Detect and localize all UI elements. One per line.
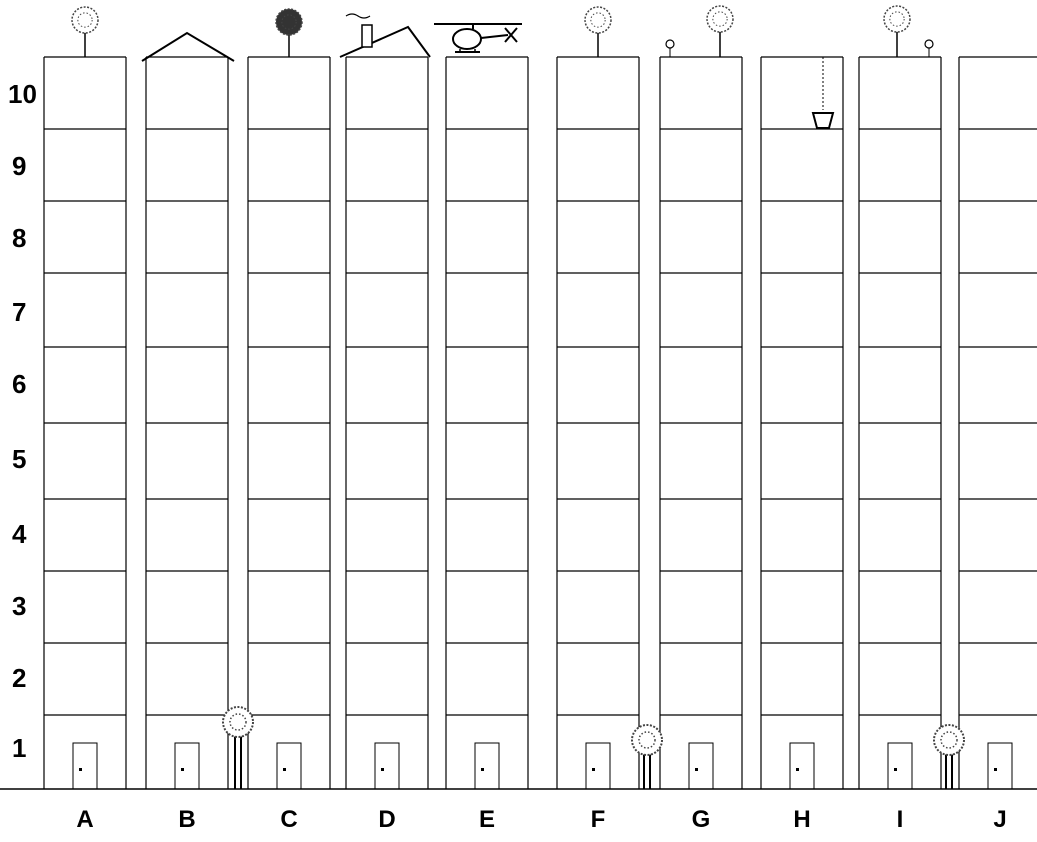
building-i [859,57,941,789]
door [277,743,301,789]
door-knob [79,768,82,771]
door-knob [796,768,799,771]
building-label-b: B [178,806,195,833]
building-label-a: A [76,806,93,833]
building-label-c: C [280,806,297,833]
door-knob [381,768,384,771]
floor-label-5: 5 [12,444,26,474]
floor-label-4: 4 [12,519,27,549]
building-label-g: G [692,806,711,833]
door [586,743,610,789]
tree-crown [884,6,910,32]
roof-flower-icon [925,40,933,57]
tree-crown [276,9,302,35]
tree-crown [934,725,964,755]
cabin [453,29,481,49]
door-knob [181,768,184,771]
door-knob [481,768,484,771]
door [73,743,97,789]
door [689,743,713,789]
flower-head [925,40,933,48]
building-f [557,57,639,789]
chimney-icon [362,25,372,47]
tree-crown [223,707,253,737]
roof-flower-icon [666,40,674,57]
roof-tree-icon [72,7,98,57]
hanging-bucket-icon [813,57,833,128]
building-label-e: E [479,806,495,833]
floor-label-6: 6 [12,369,26,399]
roof-tree-icon [707,6,733,57]
building-label-d: D [378,806,395,833]
floor-label-10: 10 [8,79,37,109]
street-tree-icon [632,725,662,789]
tree-crown [72,7,98,33]
sloped-roof [340,14,430,57]
tree-crown [585,7,611,33]
building-labels: A B C D E F G H I J [76,806,1006,833]
door [790,743,814,789]
tree-crown [632,725,662,755]
building-c [248,57,330,789]
floor-label-8: 8 [12,223,26,253]
building-d [346,57,428,789]
floor-label-3: 3 [12,591,26,621]
floor-labels: 1 2 3 4 5 6 7 8 9 10 [8,79,37,763]
building-g [660,57,742,789]
building-label-j: J [993,806,1006,833]
door [475,743,499,789]
bucket [813,113,833,128]
roof-tree-icon [585,7,611,57]
building-b [146,57,228,789]
door [375,743,399,789]
floor-label-2: 2 [12,663,26,693]
building-a [44,57,126,789]
floor-label-1: 1 [12,733,26,763]
building-h [761,57,843,789]
door-knob [695,768,698,771]
door [888,743,912,789]
flower-head [666,40,674,48]
door [175,743,199,789]
smoke-icon [346,14,370,18]
building-label-i: I [897,806,904,833]
door-knob [592,768,595,771]
roof-tree-icon [884,6,910,57]
buildings [44,57,1037,789]
roof-slope [340,27,430,57]
floor-label-7: 7 [12,297,26,327]
door-knob [283,768,286,771]
door-knob [994,768,997,771]
building-label-f: F [591,806,606,833]
tree-crown [707,6,733,32]
building-j [959,57,1037,789]
roof-decorations [72,6,964,789]
tail-boom [481,35,508,38]
floor-label-9: 9 [12,151,26,181]
helicopter-icon [434,24,522,52]
roof-tree-icon [276,9,302,57]
door [988,743,1012,789]
door-knob [894,768,897,771]
building-label-h: H [793,806,810,833]
building-e [446,57,528,789]
